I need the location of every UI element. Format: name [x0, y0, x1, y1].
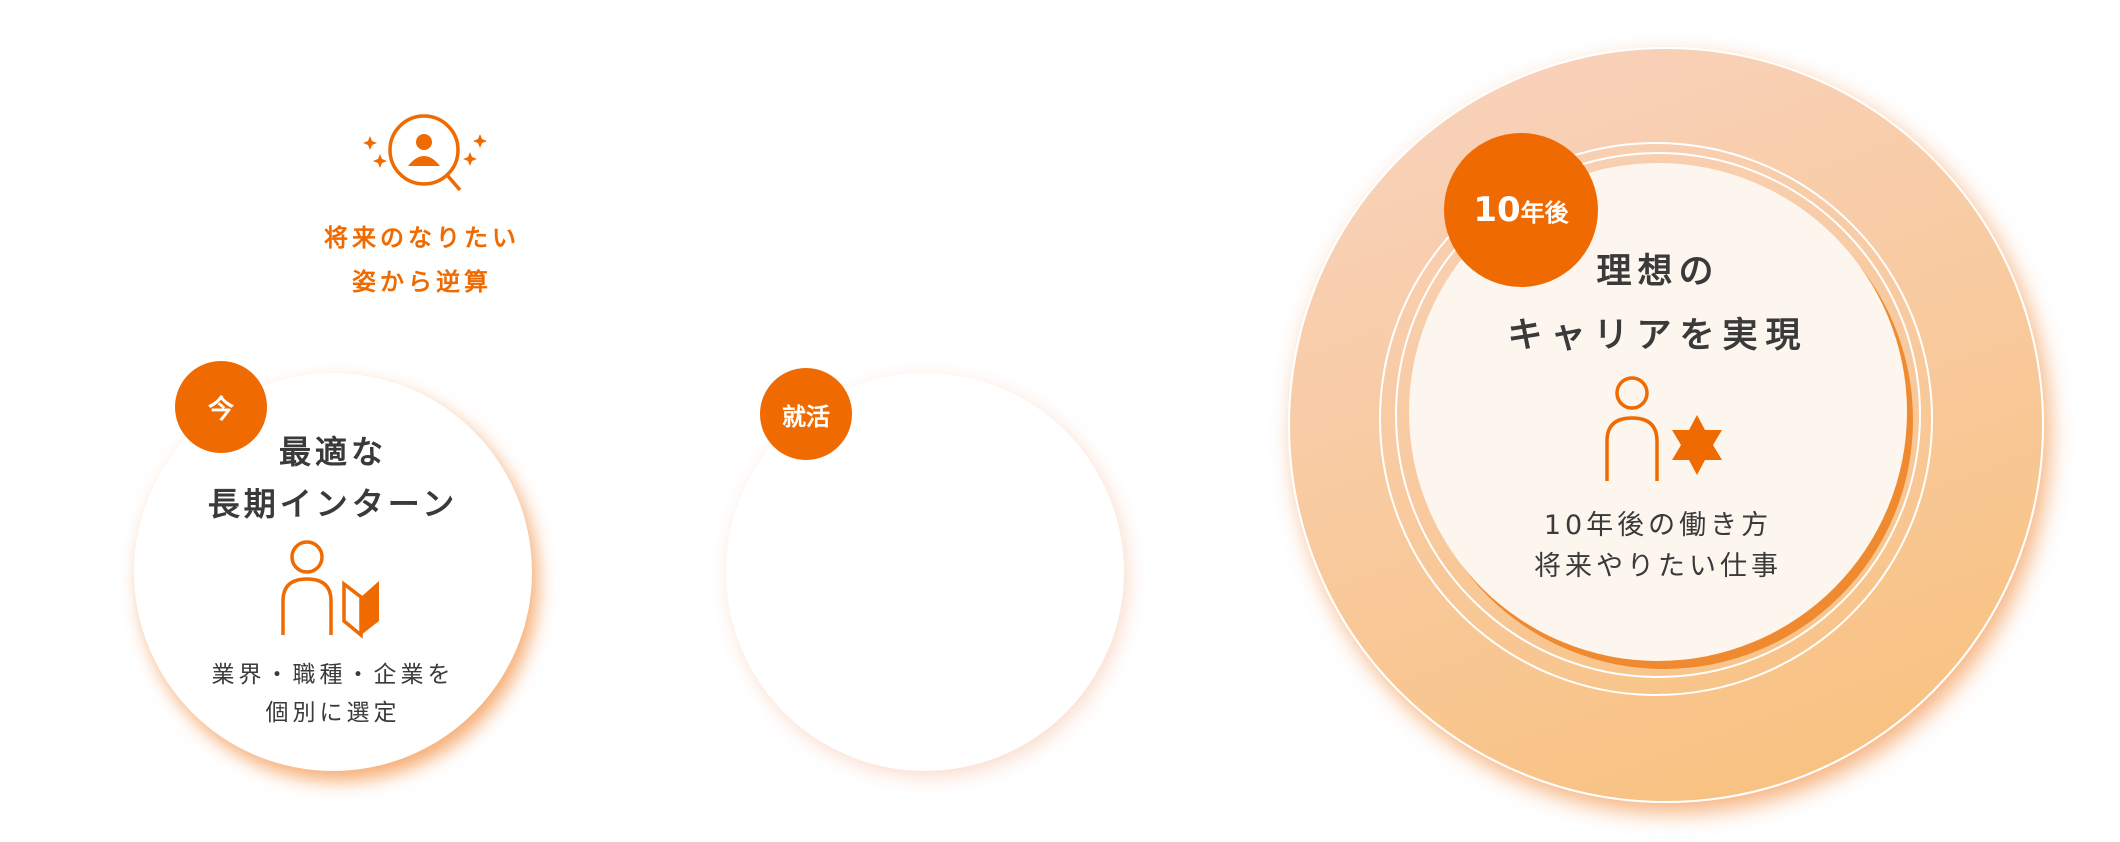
person-beginner-mark-icon [281, 540, 379, 639]
stage-ten-years-title-1: 理想の [1596, 252, 1720, 292]
stage-now-desc-1: 業界・職種・企業を [211, 662, 455, 688]
stage-ten-years-title-2: キャリアを実現 [1507, 316, 1809, 356]
goal-line-2: 姿から逆算 [352, 268, 492, 296]
person-star-icon [1605, 376, 1722, 481]
stage-now-desc-2: 個別に選定 [265, 700, 401, 726]
stage-ten-years-desc-1: 10年後の働き方 [1543, 510, 1773, 541]
stage-now-title-2: 長期インターン [207, 485, 459, 523]
stage-now-badge: 今 [175, 361, 267, 453]
stage-ten-years-ring [1379, 142, 1933, 696]
person-search-sparkle-icon [363, 114, 487, 192]
goal-line-1: 将来のなりたい [324, 224, 520, 252]
stage-ten-years-ring-2 [1395, 152, 1921, 678]
badge-number: 10 [1473, 190, 1521, 230]
stage-job-hunt-badge: 就活 [760, 368, 852, 460]
stage-now-title-1: 最適な [278, 433, 387, 471]
goal-block: 将来のなりたい 姿から逆算 [272, 110, 572, 300]
stage-ten-years-desc-2: 将来やりたい仕事 [1534, 551, 1782, 582]
badge-unit: 年後 [1520, 198, 1569, 227]
stage-now-circle: 最適な 長期インターン 業界・職種・企業を 個別に選定 [134, 373, 532, 771]
